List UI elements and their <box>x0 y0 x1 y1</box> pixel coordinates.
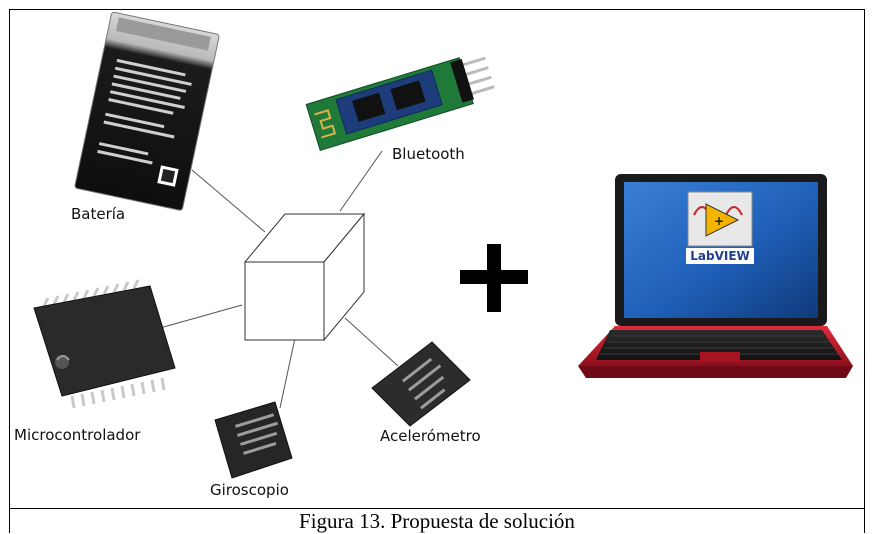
label-bluetooth: Bluetooth <box>392 145 465 163</box>
line-accelerometer <box>344 317 399 367</box>
central-device-cube <box>243 212 366 342</box>
laptop-image: + LabVIEW <box>578 174 853 378</box>
line-gyroscope <box>279 337 296 409</box>
gyroscope-chip-image <box>214 401 293 479</box>
label-accelerometer: Acelerómetro <box>380 427 481 445</box>
labview-logo-text: LabVIEW <box>690 249 750 263</box>
microcontroller-chip-image <box>33 279 176 409</box>
label-battery: Batería <box>71 205 126 223</box>
label-gyroscope: Giroscopio <box>210 481 289 499</box>
line-bluetooth <box>339 150 383 212</box>
caption-cell: Figura 13. Propuesta de solución <box>9 508 865 533</box>
line-battery <box>191 169 266 233</box>
bluetooth-module-image <box>305 56 495 152</box>
figure-frame: + LabVIEW Batería Bluetooth Microcontrol… <box>9 9 865 509</box>
label-microcontroller: Microcontrolador <box>14 426 141 444</box>
figure-caption: Figura 13. Propuesta de solución <box>299 509 575 533</box>
diagram-canvas: + LabVIEW <box>33 11 853 479</box>
connector-lines <box>159 150 399 409</box>
line-microcontroller <box>159 304 243 329</box>
accelerometer-chip-image <box>371 341 471 427</box>
battery-image <box>74 11 220 211</box>
labview-logo: + LabVIEW <box>686 191 754 264</box>
plus-symbol <box>460 244 528 312</box>
svg-text:+: + <box>714 214 724 228</box>
